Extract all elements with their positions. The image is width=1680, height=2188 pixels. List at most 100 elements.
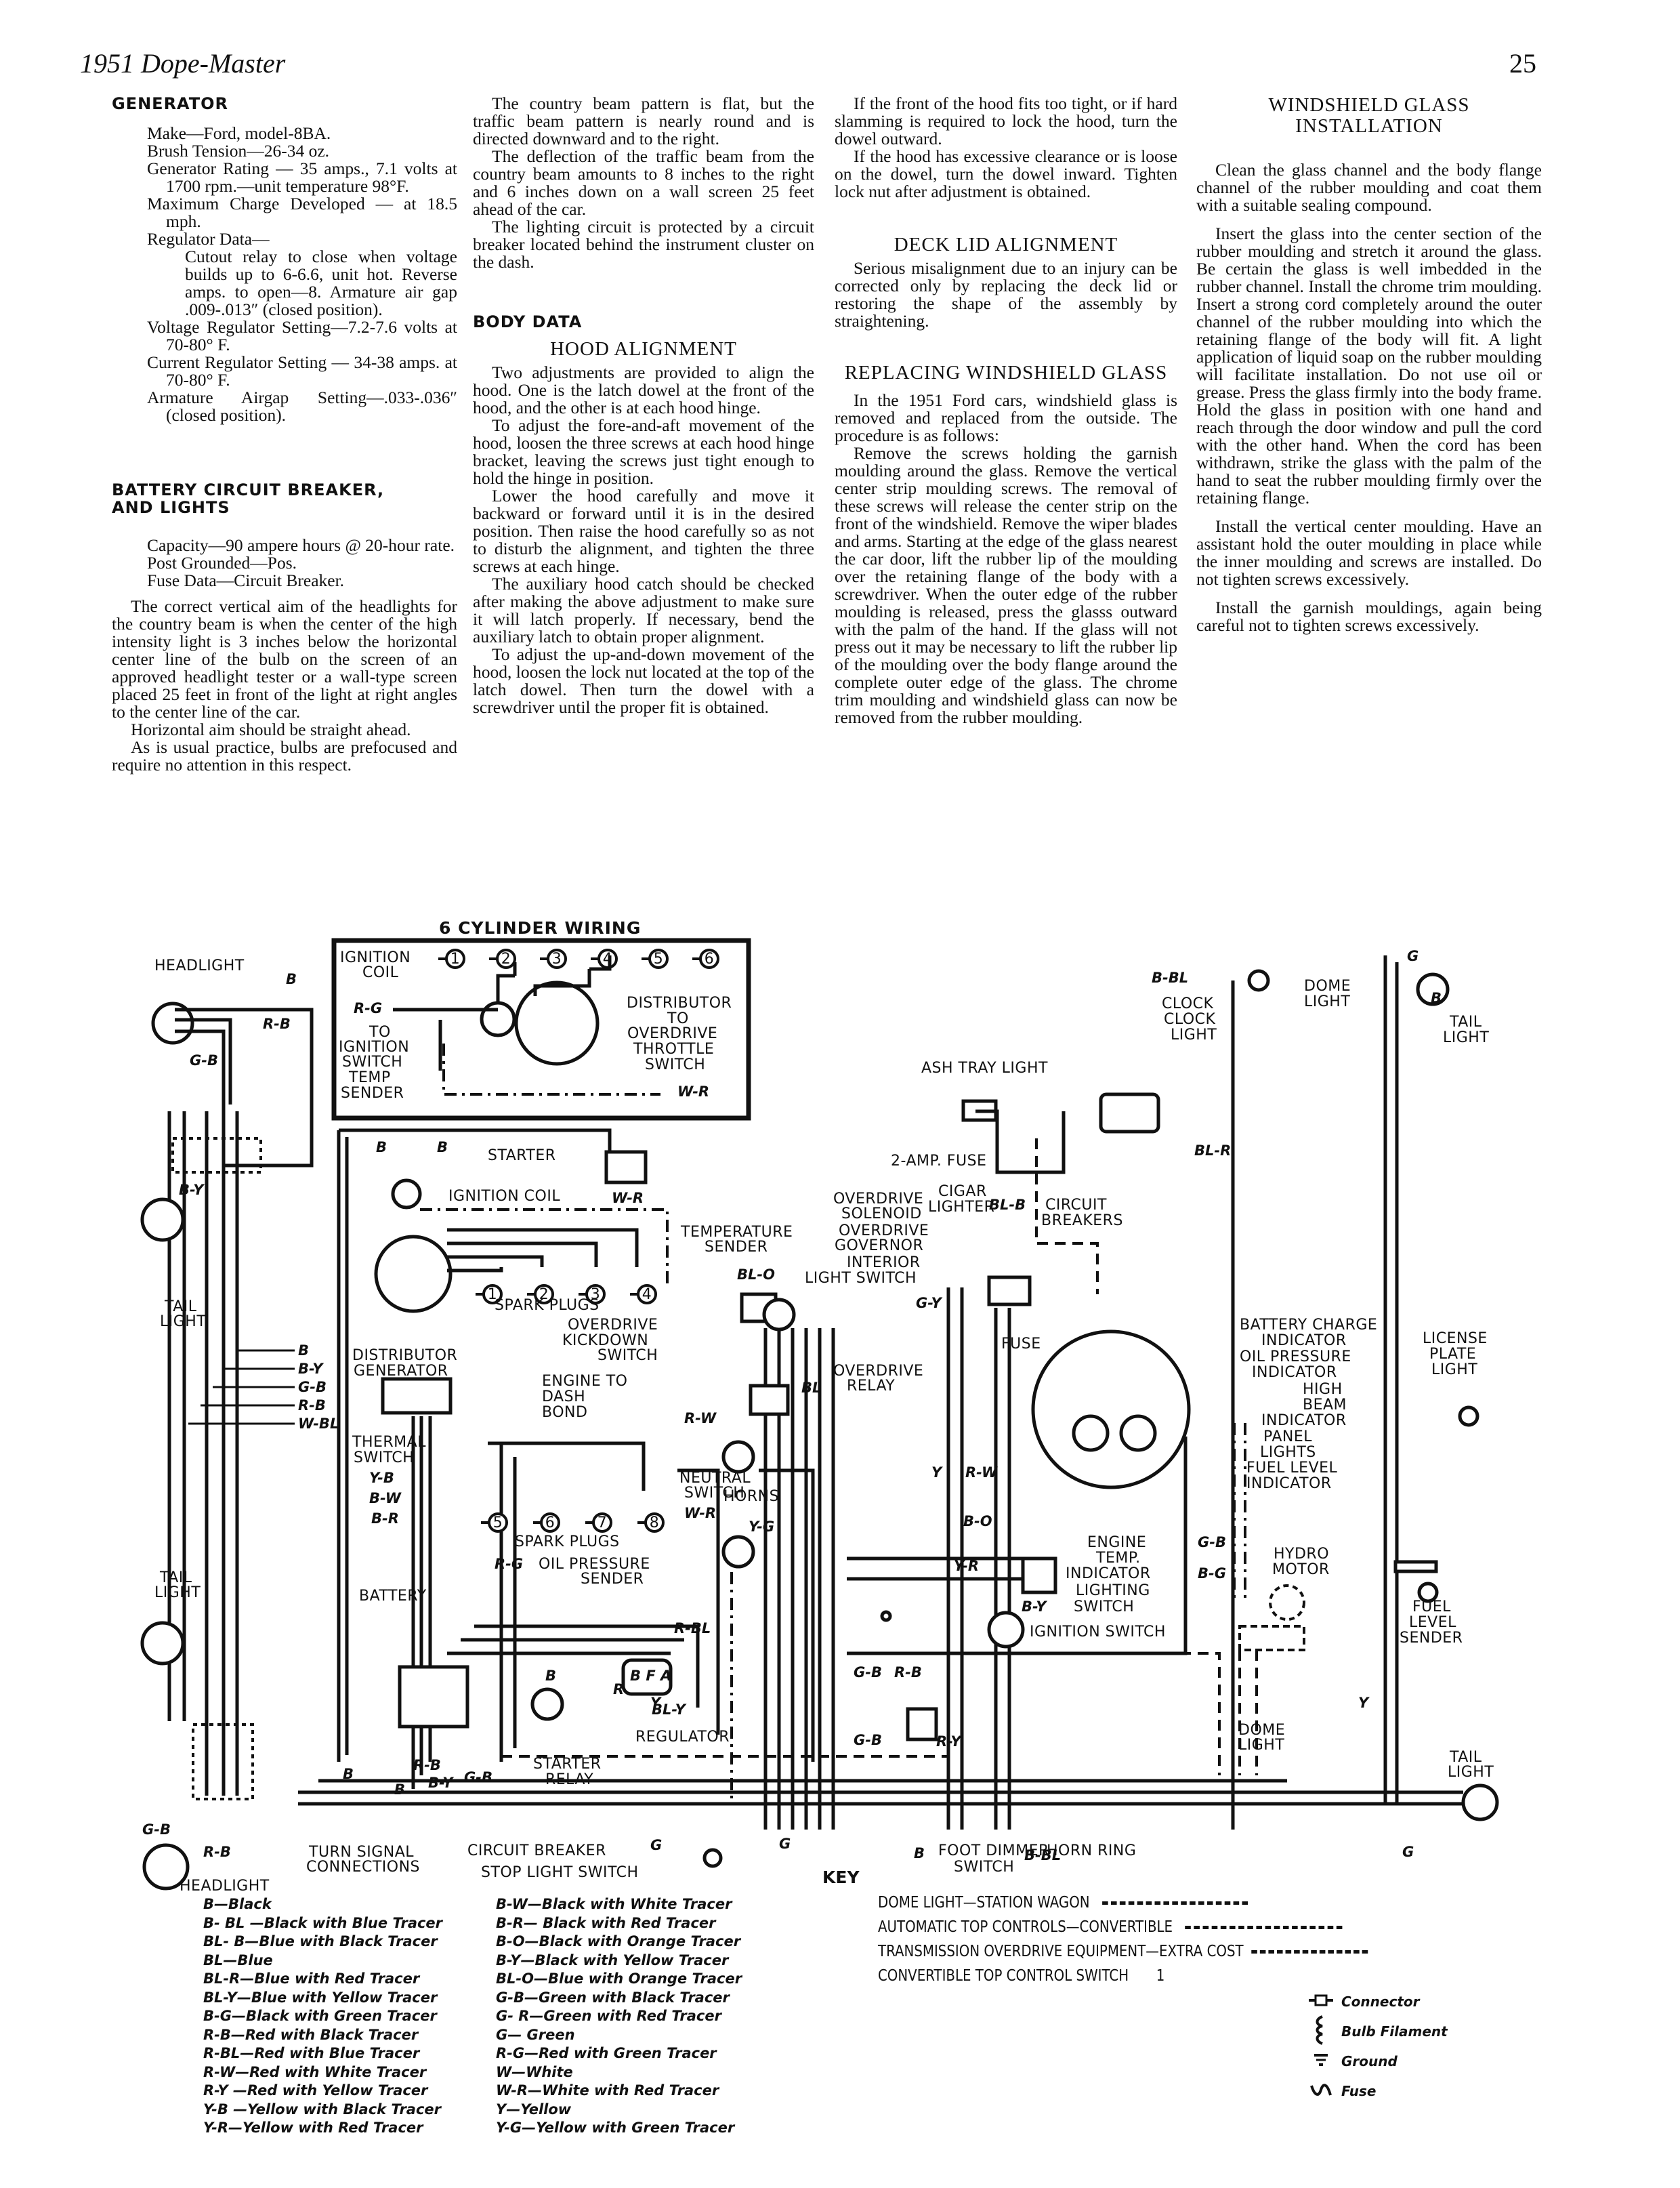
middle-section: NEUTRAL SWITCH HORNS W-R Y-G R-BL B F A …	[621, 1328, 835, 1830]
color-key-item: B—Black	[203, 1896, 272, 1912]
spec-item: Capacity—90 ampere hours @ 20-hour rate.	[147, 535, 455, 555]
ground-icon	[1301, 2051, 1341, 2072]
label-neutral-switch: SWITCH	[684, 1485, 744, 1502]
label-bl: BL	[801, 1380, 821, 1396]
spark-plug-number: 8	[650, 1514, 660, 1531]
distributor-cap-icon	[514, 981, 600, 1066]
label-br: B-R	[371, 1510, 399, 1527]
starter-relay-icon	[530, 1687, 564, 1721]
cylinder-number: 3	[552, 951, 562, 968]
label-temp-sender: TEMP	[348, 1069, 391, 1086]
label-temperature-sender: SENDER	[705, 1239, 768, 1256]
parking-light-icon	[140, 1197, 185, 1242]
label-y: Y	[1358, 1695, 1370, 1711]
spec-item: Regulator Data—	[147, 229, 270, 249]
paragraph: To adjust the up-and-down movement of th…	[473, 644, 814, 717]
body-data-heading: BODY DATA	[473, 312, 583, 331]
ignition-switch-icon	[987, 1611, 1025, 1649]
label-turn-signal: CONNECTIONS	[306, 1859, 420, 1876]
color-key-item: Y—Yellow	[496, 2101, 572, 2118]
label-gb: G-B	[464, 1769, 492, 1786]
convertible-switch-icon	[1238, 1625, 1305, 1651]
symbol-row: Fuse	[1301, 2076, 1448, 2106]
label-by: B-Y	[428, 1775, 454, 1791]
paragraph: Two adjustments are provided to align th…	[473, 363, 814, 417]
label-gb: G-B	[190, 1052, 218, 1069]
label-hydro-motor: HYDRO	[1274, 1546, 1329, 1563]
left-front-lighting: HEADLIGHT B R-B G-B B-Y TAIL LIGHT BB-YG…	[140, 957, 420, 1895]
label-horns: HORNS	[723, 1488, 779, 1505]
label-yg: Y-G	[749, 1519, 774, 1535]
color-key-item: Y-G—Yellow with Green Tracer	[496, 2120, 735, 2136]
spark-plug-number: 2	[539, 1286, 549, 1303]
label-cigar-lighter: CIGAR	[938, 1183, 987, 1200]
label-gb2: G-B	[854, 1732, 882, 1748]
color-key-item: R-BL—Red with Blue Tracer	[203, 2045, 420, 2061]
color-key-item: G-B—Green with Black Tracer	[496, 1989, 730, 2006]
temp-gauge-icon	[1072, 1414, 1110, 1452]
label-b: B	[1431, 990, 1442, 1006]
label-hydro-motor: MOTOR	[1272, 1561, 1330, 1578]
tail-light-right2-icon	[1461, 1783, 1499, 1821]
heading-line: BATTERY CIRCUIT BREAKER,	[112, 480, 385, 499]
label-interior-light-switch: INTERIOR	[847, 1254, 921, 1271]
spark-plug-number: 4	[642, 1286, 652, 1303]
label-gb-bottom: G-B	[142, 1821, 171, 1838]
paragraph: If the front of the hood fits too tight,…	[835, 94, 1177, 148]
paragraph: Clean the glass channel and the body fla…	[1196, 160, 1542, 215]
label-oil-pressure-sender: OIL PRESSURE	[539, 1556, 650, 1573]
fuse-icon	[1301, 2080, 1341, 2103]
paragraph: Serious misalignment due to an injury ca…	[835, 258, 1177, 331]
label-overdrive-kickdown: KICKDOWN	[562, 1332, 648, 1349]
label-rw: R-W	[684, 1410, 717, 1426]
color-key-item: BL-O—Blue with Orange Tracer	[496, 1970, 742, 1987]
convertible-wires	[1233, 1423, 1246, 1599]
paragraph: In the 1951 Ford cars, windshield glass …	[835, 390, 1177, 445]
label-horn-ring: HORN RING	[1047, 1842, 1136, 1859]
wiring-diagram: 6 CYLINDER WIRING IGNITION COIL R-G TO I…	[140, 918, 1499, 1895]
color-key-item: W-R—White with Red Tracer	[496, 2082, 719, 2099]
label-oil-pressure-ind: OIL PRESSURE	[1240, 1348, 1351, 1365]
column-1: GENERATOR Make—Ford, model-8BA. Brush Te…	[112, 95, 457, 774]
tail-light-icon	[140, 1621, 185, 1666]
label-bly: BL-Y	[652, 1701, 687, 1718]
label-fuel-level-ind: INDICATOR	[1246, 1475, 1332, 1492]
overdrive-wire	[420, 1208, 669, 1287]
label-inset-rg: R-G	[354, 1000, 382, 1016]
label-tail-light-right2: TAIL	[1449, 1749, 1482, 1766]
paragraph: Install the garnish mouldings, again bei…	[1196, 598, 1542, 635]
label-dome-light-wagon: DOME	[1238, 1722, 1285, 1739]
bulb-filament-icon	[1301, 2015, 1341, 2048]
label-y: Y	[650, 1695, 662, 1711]
engine-section: B B STARTER IGNITION COIL W-R TEMPERATUR…	[337, 1128, 793, 1798]
label-rb: R-B	[894, 1664, 922, 1680]
symbol-label: Connector	[1341, 1994, 1420, 2010]
label-spark-plugs-top: SPARK PLUGS	[495, 1297, 600, 1314]
color-key-item: B- BL —Black with Blue Tracer	[203, 1914, 443, 1931]
label-ignition-coil: IGNITION COIL	[448, 1188, 560, 1205]
symbol-label: Fuse	[1341, 2083, 1377, 2099]
horn-icon	[721, 1535, 755, 1569]
label-high-beam: HIGH	[1303, 1381, 1343, 1398]
cylinder-number: 2	[501, 951, 511, 968]
spark-plug-wires	[447, 1228, 639, 1273]
label-panel-lights: LIGHTS	[1260, 1444, 1316, 1461]
label-rbl: R-BL	[674, 1620, 711, 1636]
spark-plug-number: 1	[488, 1286, 498, 1303]
label-high-beam: BEAM	[1303, 1397, 1347, 1413]
spec-item: Current Regulator Setting — 34-38 amps. …	[147, 352, 457, 390]
label-clock: LIGHT	[1171, 1027, 1217, 1044]
label-thermal-switch: THERMAL	[352, 1434, 426, 1451]
regulator-terminals: B F A	[630, 1668, 671, 1684]
label-battery-charge: INDICATOR	[1261, 1332, 1347, 1349]
line-type-row: TRANSMISSION OVERDRIVE EQUIPMENT—EXTRA C…	[878, 1939, 1368, 1964]
color-key-item: BL-R—Blue with Red Tracer	[203, 1970, 420, 1987]
line-type-row: CONVERTIBLE TOP CONTROL SWITCH 1	[878, 1964, 1368, 1988]
label-blr: BL-R	[1194, 1142, 1231, 1159]
label-dist-to-overdrive: THROTTLE	[633, 1041, 714, 1058]
label-circuit-breakers: BREAKERS	[1041, 1212, 1123, 1229]
label-cigar-lighter: LIGHTER	[928, 1199, 994, 1216]
label-gb2: G-B	[1198, 1534, 1226, 1550]
column-4: WINDSHIELD GLASS INSTALLATION Clean the …	[1196, 95, 1542, 634]
label-inset-ignition-coil: COIL	[362, 964, 399, 981]
